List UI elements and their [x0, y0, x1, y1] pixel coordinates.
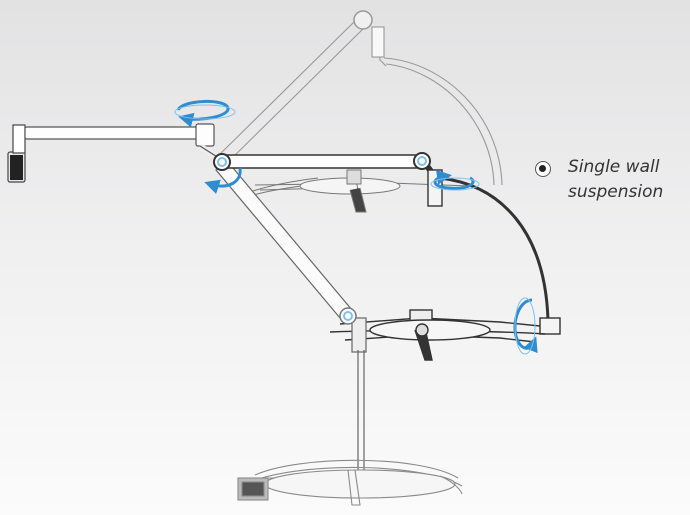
pivot-joint-top	[353, 10, 373, 30]
rotation-arrows	[176, 99, 538, 354]
pivot-joint-right-ring	[417, 156, 427, 166]
pivot-joint-lower-ring	[343, 311, 353, 321]
pivot-joint-left-ring	[217, 157, 227, 167]
lower-drop-arm	[351, 317, 367, 475]
legend: Single wall suspension	[535, 155, 690, 215]
rotation-arrow-top	[176, 99, 230, 128]
pivot-joints	[213, 10, 431, 325]
legend-label: Single wall suspension	[568, 157, 664, 202]
ghost-upper-arm	[215, 19, 503, 186]
rotation-arrow-left	[204, 167, 242, 194]
pivot-joint-right	[413, 152, 431, 170]
lower-lamphead	[329, 309, 546, 361]
wall-mount	[7, 124, 26, 183]
main-horizontal-arm	[223, 154, 561, 335]
pivot-joint-lower	[339, 307, 357, 325]
rotation-arrow-rings	[174, 104, 536, 355]
rotation-arrow-right	[433, 169, 475, 190]
ghost-lower-lamphead	[237, 459, 463, 506]
radio-dot-icon	[535, 161, 551, 177]
pivot-joint-left	[213, 153, 231, 171]
upper-arm	[24, 123, 224, 163]
